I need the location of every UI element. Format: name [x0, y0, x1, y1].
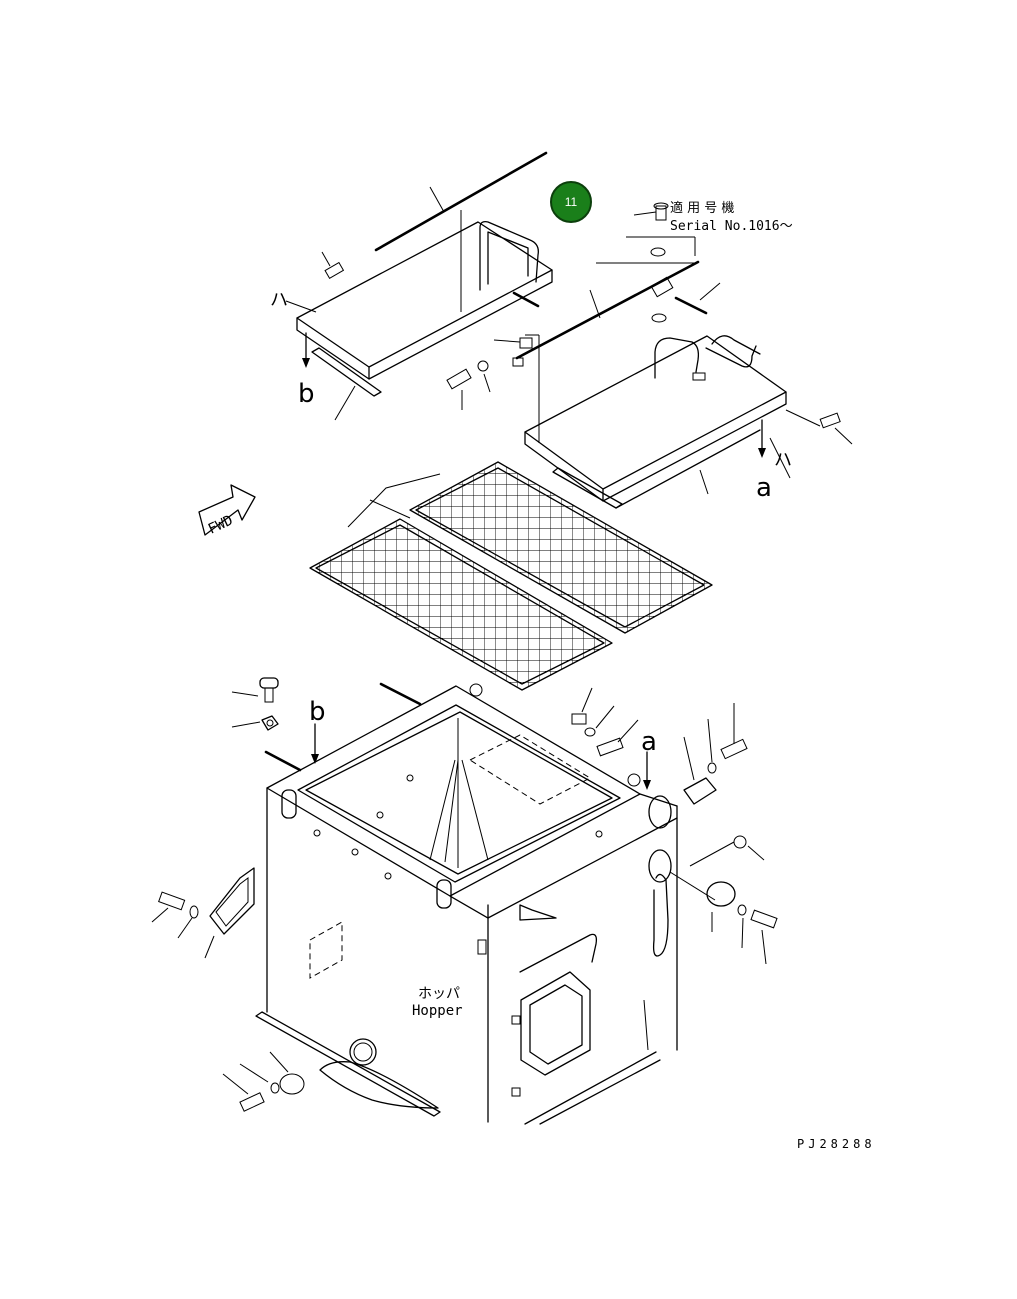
mesh-screen-left: [309, 518, 613, 691]
applicability-serial: Serial No.1016〜: [670, 219, 793, 234]
fasteners-top-left: [231, 677, 279, 731]
callout-badge[interactable]: 11: [550, 181, 592, 223]
fwd-arrow: FWD: [198, 484, 256, 538]
hopper-body: [255, 682, 678, 1125]
fasteners-top-right: [571, 687, 748, 805]
fasteners-right-side: [643, 795, 778, 1051]
left-cover-assembly: b ハ: [270, 151, 553, 421]
right-cover-assembly: a ハ: [493, 236, 853, 509]
marker-b-lower: b: [309, 697, 326, 727]
fasteners-left-side: [151, 867, 255, 959]
fasteners-bottom-left: [222, 1038, 439, 1112]
marker-b-upper: b: [298, 379, 315, 409]
hopper-label-jp: ホッパ: [418, 986, 460, 1002]
marker-a-upper: a: [756, 473, 772, 503]
drawing-code: PJ28288: [797, 1137, 876, 1151]
marker-a-lower: a: [641, 727, 657, 757]
marker-ha-left: ハ: [270, 290, 288, 311]
marker-ha-right: ハ: [774, 450, 792, 471]
applicability-jp: 適 用 号 機: [670, 200, 734, 216]
mesh-screen-right: [409, 461, 713, 634]
fwd-label: FWD: [206, 512, 236, 537]
applicability-note: 適 用 号 機 Serial No.1016〜: [633, 200, 793, 234]
hopper-label-en: Hopper: [412, 1003, 463, 1019]
bolt-washer-set-upper: [446, 360, 491, 410]
